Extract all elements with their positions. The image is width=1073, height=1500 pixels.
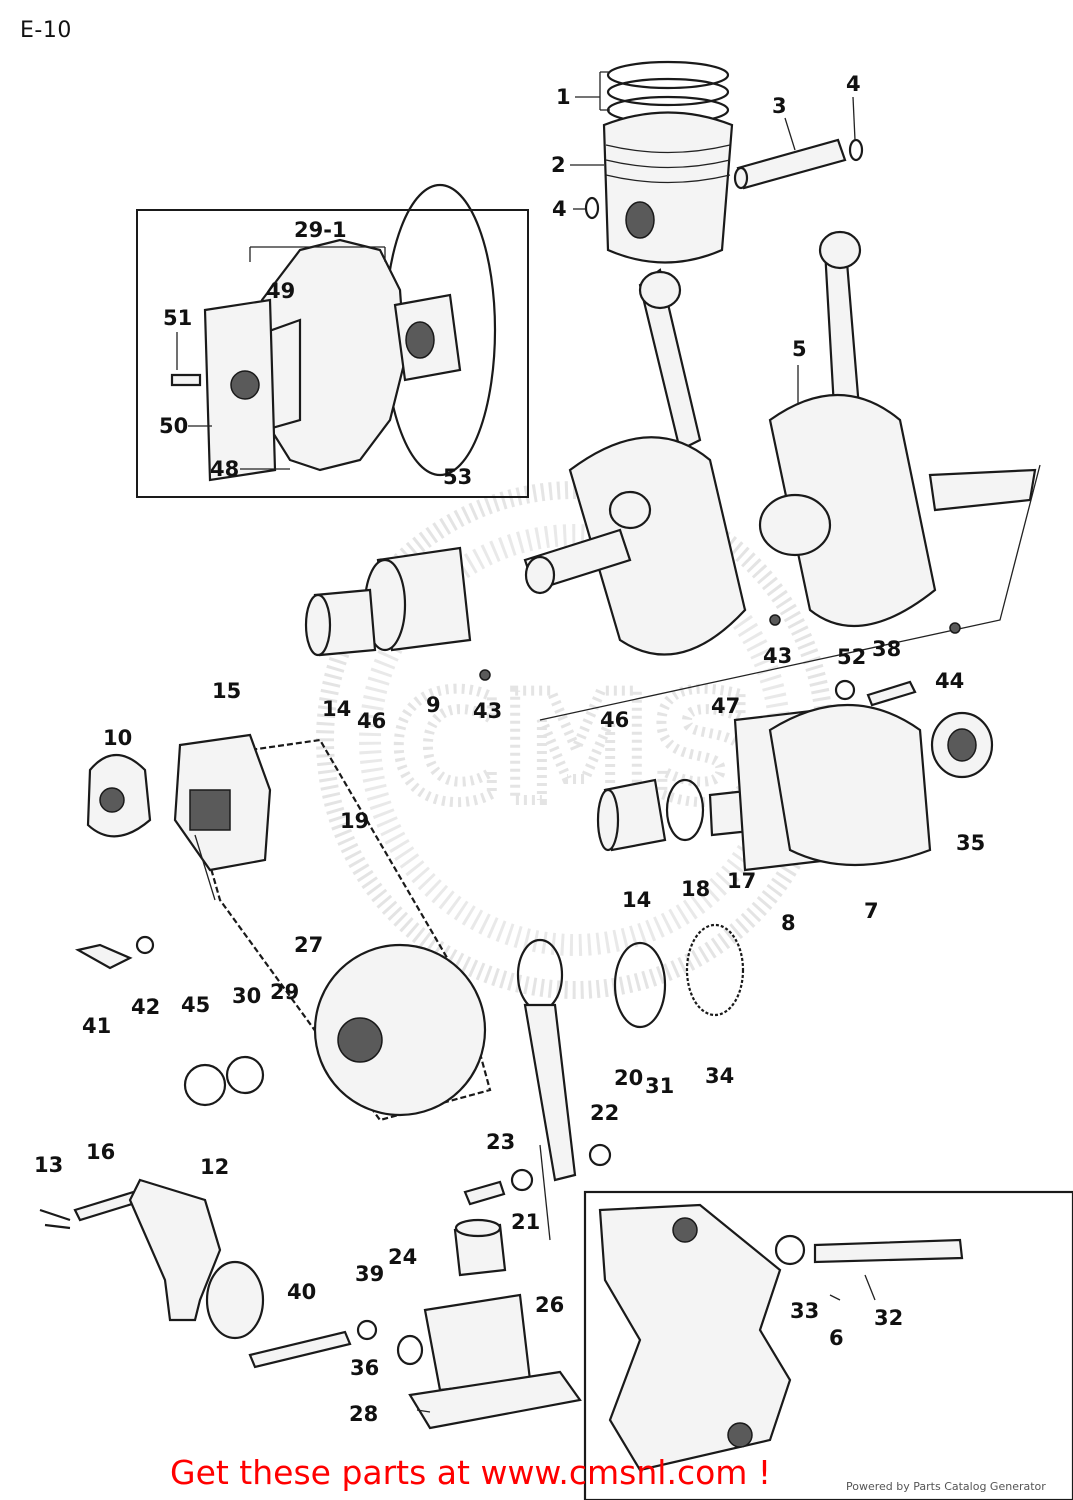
callout-label: 18 <box>681 877 710 901</box>
washer-52 <box>834 679 856 701</box>
callout-label: 32 <box>874 1306 903 1330</box>
crank-bearing <box>304 546 472 657</box>
washer-39 <box>356 1319 378 1341</box>
callout-label: 53 <box>443 465 472 489</box>
tensioner-cap <box>86 754 152 838</box>
bearing-holder <box>733 703 994 872</box>
primary-chain <box>173 733 492 1122</box>
callout-label: 33 <box>790 1299 819 1323</box>
leader-lines <box>176 71 876 1413</box>
callout-label: 22 <box>590 1101 619 1125</box>
callout-label: 4 <box>552 197 567 221</box>
callout-label: 52 <box>837 645 866 669</box>
get-parts-link[interactable]: Get these parts at www.cmsnl.com ! <box>170 1453 772 1492</box>
callout-label: 19 <box>340 809 369 833</box>
callout-label: 3 <box>772 94 787 118</box>
circlip-30 <box>225 1055 265 1095</box>
callout-label: 49 <box>266 279 295 303</box>
crankshaft-bracket-line <box>539 464 1041 721</box>
callout-label: 26 <box>535 1293 564 1317</box>
page-title: E-10 <box>20 18 72 43</box>
tensioner-arm <box>516 938 577 1182</box>
callout-label: 35 <box>956 831 985 855</box>
bolt-40 <box>248 1330 352 1369</box>
callout-label: 8 <box>781 911 796 935</box>
callout-label: 17 <box>727 869 756 893</box>
callout-label: 46 <box>357 709 386 733</box>
callout-label: 31 <box>645 1074 674 1098</box>
bolt-38 <box>866 680 917 707</box>
callout-label: 6 <box>829 1326 844 1350</box>
inset-box <box>136 209 529 498</box>
callout-label: 20 <box>614 1066 643 1090</box>
callout-label: 5 <box>792 337 807 361</box>
thrust-washer-31 <box>613 941 667 1029</box>
crankshaft <box>523 230 1037 656</box>
thrust-bearing-34 <box>685 923 745 1017</box>
callout-label: 36 <box>350 1356 379 1380</box>
callout-label: 50 <box>159 414 188 438</box>
callout-label: 27 <box>294 933 323 957</box>
callout-label: 14 <box>622 888 651 912</box>
washer-33 <box>774 1234 806 1266</box>
cam-sprocket-assembly <box>170 183 497 482</box>
washer-22 <box>588 1143 612 1167</box>
callout-label: 45 <box>181 993 210 1017</box>
callout-label: 46 <box>600 708 629 732</box>
callout-label: 43 <box>473 699 502 723</box>
tensioner-lever <box>39 1178 265 1340</box>
callout-label: 9 <box>426 693 441 717</box>
callout-label: 51 <box>163 306 192 330</box>
callout-label: 16 <box>86 1140 115 1164</box>
callout-labels: 1 2 3 4 4 29-1 51 49 50 48 53 5 43 43 44… <box>34 72 985 1426</box>
pin-23 <box>463 1180 506 1206</box>
crankcase-section <box>583 1190 1073 1500</box>
callout-label: 2 <box>551 153 566 177</box>
callout-label: 44 <box>935 669 964 693</box>
callout-label: 28 <box>349 1402 378 1426</box>
bolt-32 <box>813 1238 964 1264</box>
callout-label: 7 <box>864 899 879 923</box>
callout-label: 41 <box>82 1014 111 1038</box>
callout-label: 43 <box>763 644 792 668</box>
callout-label: 47 <box>711 694 740 718</box>
piston-pin-clip <box>584 196 600 220</box>
washer-21 <box>510 1168 534 1192</box>
callout-label: 29 <box>270 980 299 1004</box>
piston <box>602 111 734 264</box>
callout-label: 42 <box>131 995 160 1019</box>
callout-label: 24 <box>388 1245 417 1269</box>
dowel-pin-44 <box>949 622 961 634</box>
callout-label: 48 <box>210 457 239 481</box>
callout-label: 23 <box>486 1130 515 1154</box>
callout-label: 40 <box>287 1280 316 1304</box>
washer-42 <box>135 935 155 955</box>
powered-by-text: Powered by Parts Catalog Generator <box>846 1480 1046 1493</box>
dowel-pin-43b <box>479 669 491 681</box>
callout-label: 34 <box>705 1064 734 1088</box>
piston-pin-clip <box>848 138 864 162</box>
callout-label: 10 <box>103 726 132 750</box>
circlip-45 <box>183 1063 227 1107</box>
piston-pin <box>733 138 847 190</box>
watermark-text: CMS <box>391 662 758 836</box>
callout-label: 12 <box>200 1155 229 1179</box>
callout-label: 30 <box>232 984 261 1008</box>
oil-strainer <box>396 1218 582 1430</box>
callout-label: 14 <box>322 697 351 721</box>
callout-label: 39 <box>355 1262 384 1286</box>
dowel-pin-43 <box>769 614 781 626</box>
bolt-41 <box>74 943 133 970</box>
callout-label: 4 <box>846 72 861 96</box>
callout-label: 38 <box>872 637 901 661</box>
callout-label: 1 <box>556 85 571 109</box>
callout-label: 13 <box>34 1153 63 1177</box>
callout-label: 21 <box>511 1210 540 1234</box>
callout-label: 29-1 <box>294 218 347 242</box>
callout-label: 15 <box>212 679 241 703</box>
